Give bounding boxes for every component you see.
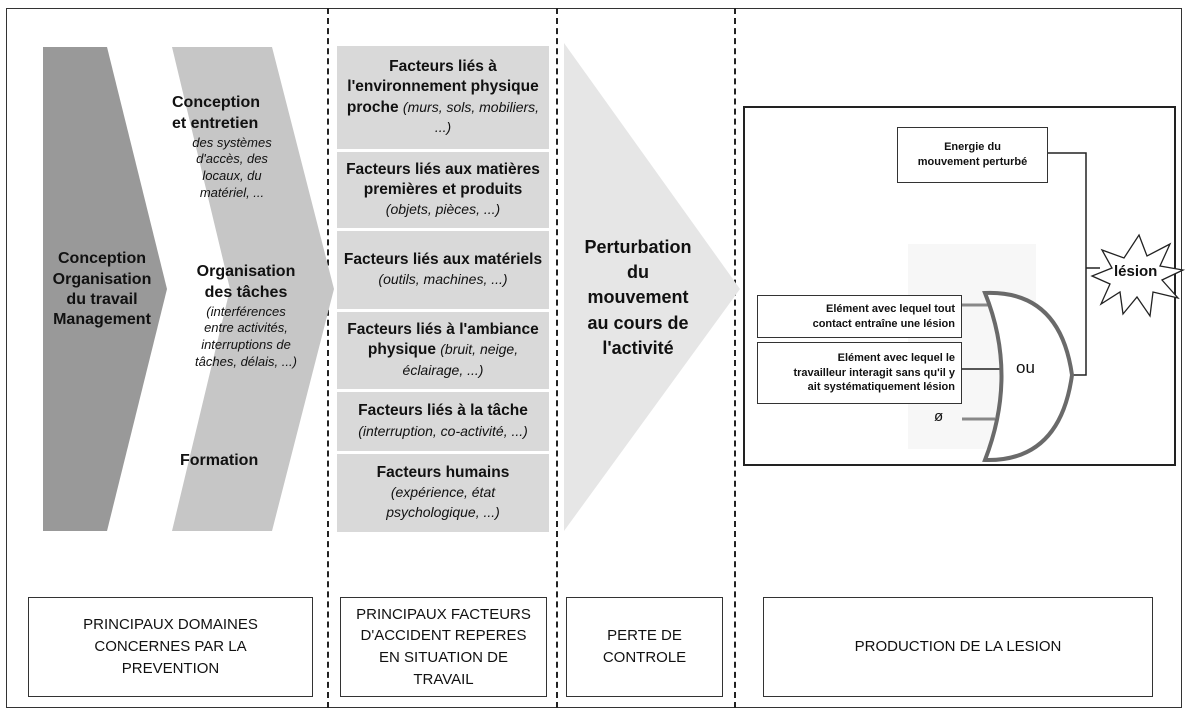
bottom-box-domaines: PRINCIPAUX DOMAINES CONCERNES PAR LA PRE… <box>28 597 313 697</box>
diagram-frame <box>6 8 1182 708</box>
domain-organisation: Organisation des tâches (interférences e… <box>195 263 297 370</box>
perturbation-text: Perturbation du mouvement au cours de l'… <box>584 237 692 358</box>
domain-formation: Formation <box>180 452 259 469</box>
bottom-box-perte: PERTE DE CONTROLE <box>566 597 723 697</box>
factor-tache: Facteurs liés à la tâche (interruption, … <box>337 392 549 451</box>
bottom-box-facteurs: PRINCIPAUX FACTEURS D'ACCIDENT REPERES E… <box>340 597 547 697</box>
bottom-box-lesion: PRODUCTION DE LA LESION <box>763 597 1153 697</box>
lesion-starburst-shape <box>1090 233 1186 318</box>
domains-chevron-shape <box>172 47 334 531</box>
factor-ambiance: Facteurs liés à l'ambiance physique (bru… <box>337 312 549 389</box>
factor-matieres: Facteurs liés aux matières premières et … <box>337 152 549 228</box>
lesion-label: lésion <box>1114 263 1158 280</box>
main-chevron-shape <box>43 47 167 531</box>
factor-humains: Facteurs humains (expérience, état psych… <box>337 454 549 532</box>
factor-materiels: Facteurs liés aux matériels (outils, mac… <box>337 231 549 309</box>
domain-conception: Conception et entretien des systèmes d'a… <box>172 94 272 201</box>
input-box-1: Elément avec lequel tout contact entraîn… <box>757 295 962 338</box>
gate-label: ou <box>1016 358 1035 377</box>
empty-set-symbol: ø <box>934 408 944 425</box>
input-box-2: Elément avec lequel le travailleur inter… <box>757 342 962 404</box>
energy-box: Energie du mouvement perturbé <box>897 127 1048 183</box>
main-chevron-text: Conception Organisation du travail Manag… <box>52 250 152 329</box>
or-gate-shape <box>982 290 1075 463</box>
column-divider-1 <box>327 8 329 708</box>
perturbation-arrow-shape <box>564 43 740 531</box>
column-divider-3 <box>734 8 736 708</box>
column-divider-2 <box>556 8 558 708</box>
factor-environnement: Facteurs liés à l'environnement physique… <box>337 46 549 149</box>
